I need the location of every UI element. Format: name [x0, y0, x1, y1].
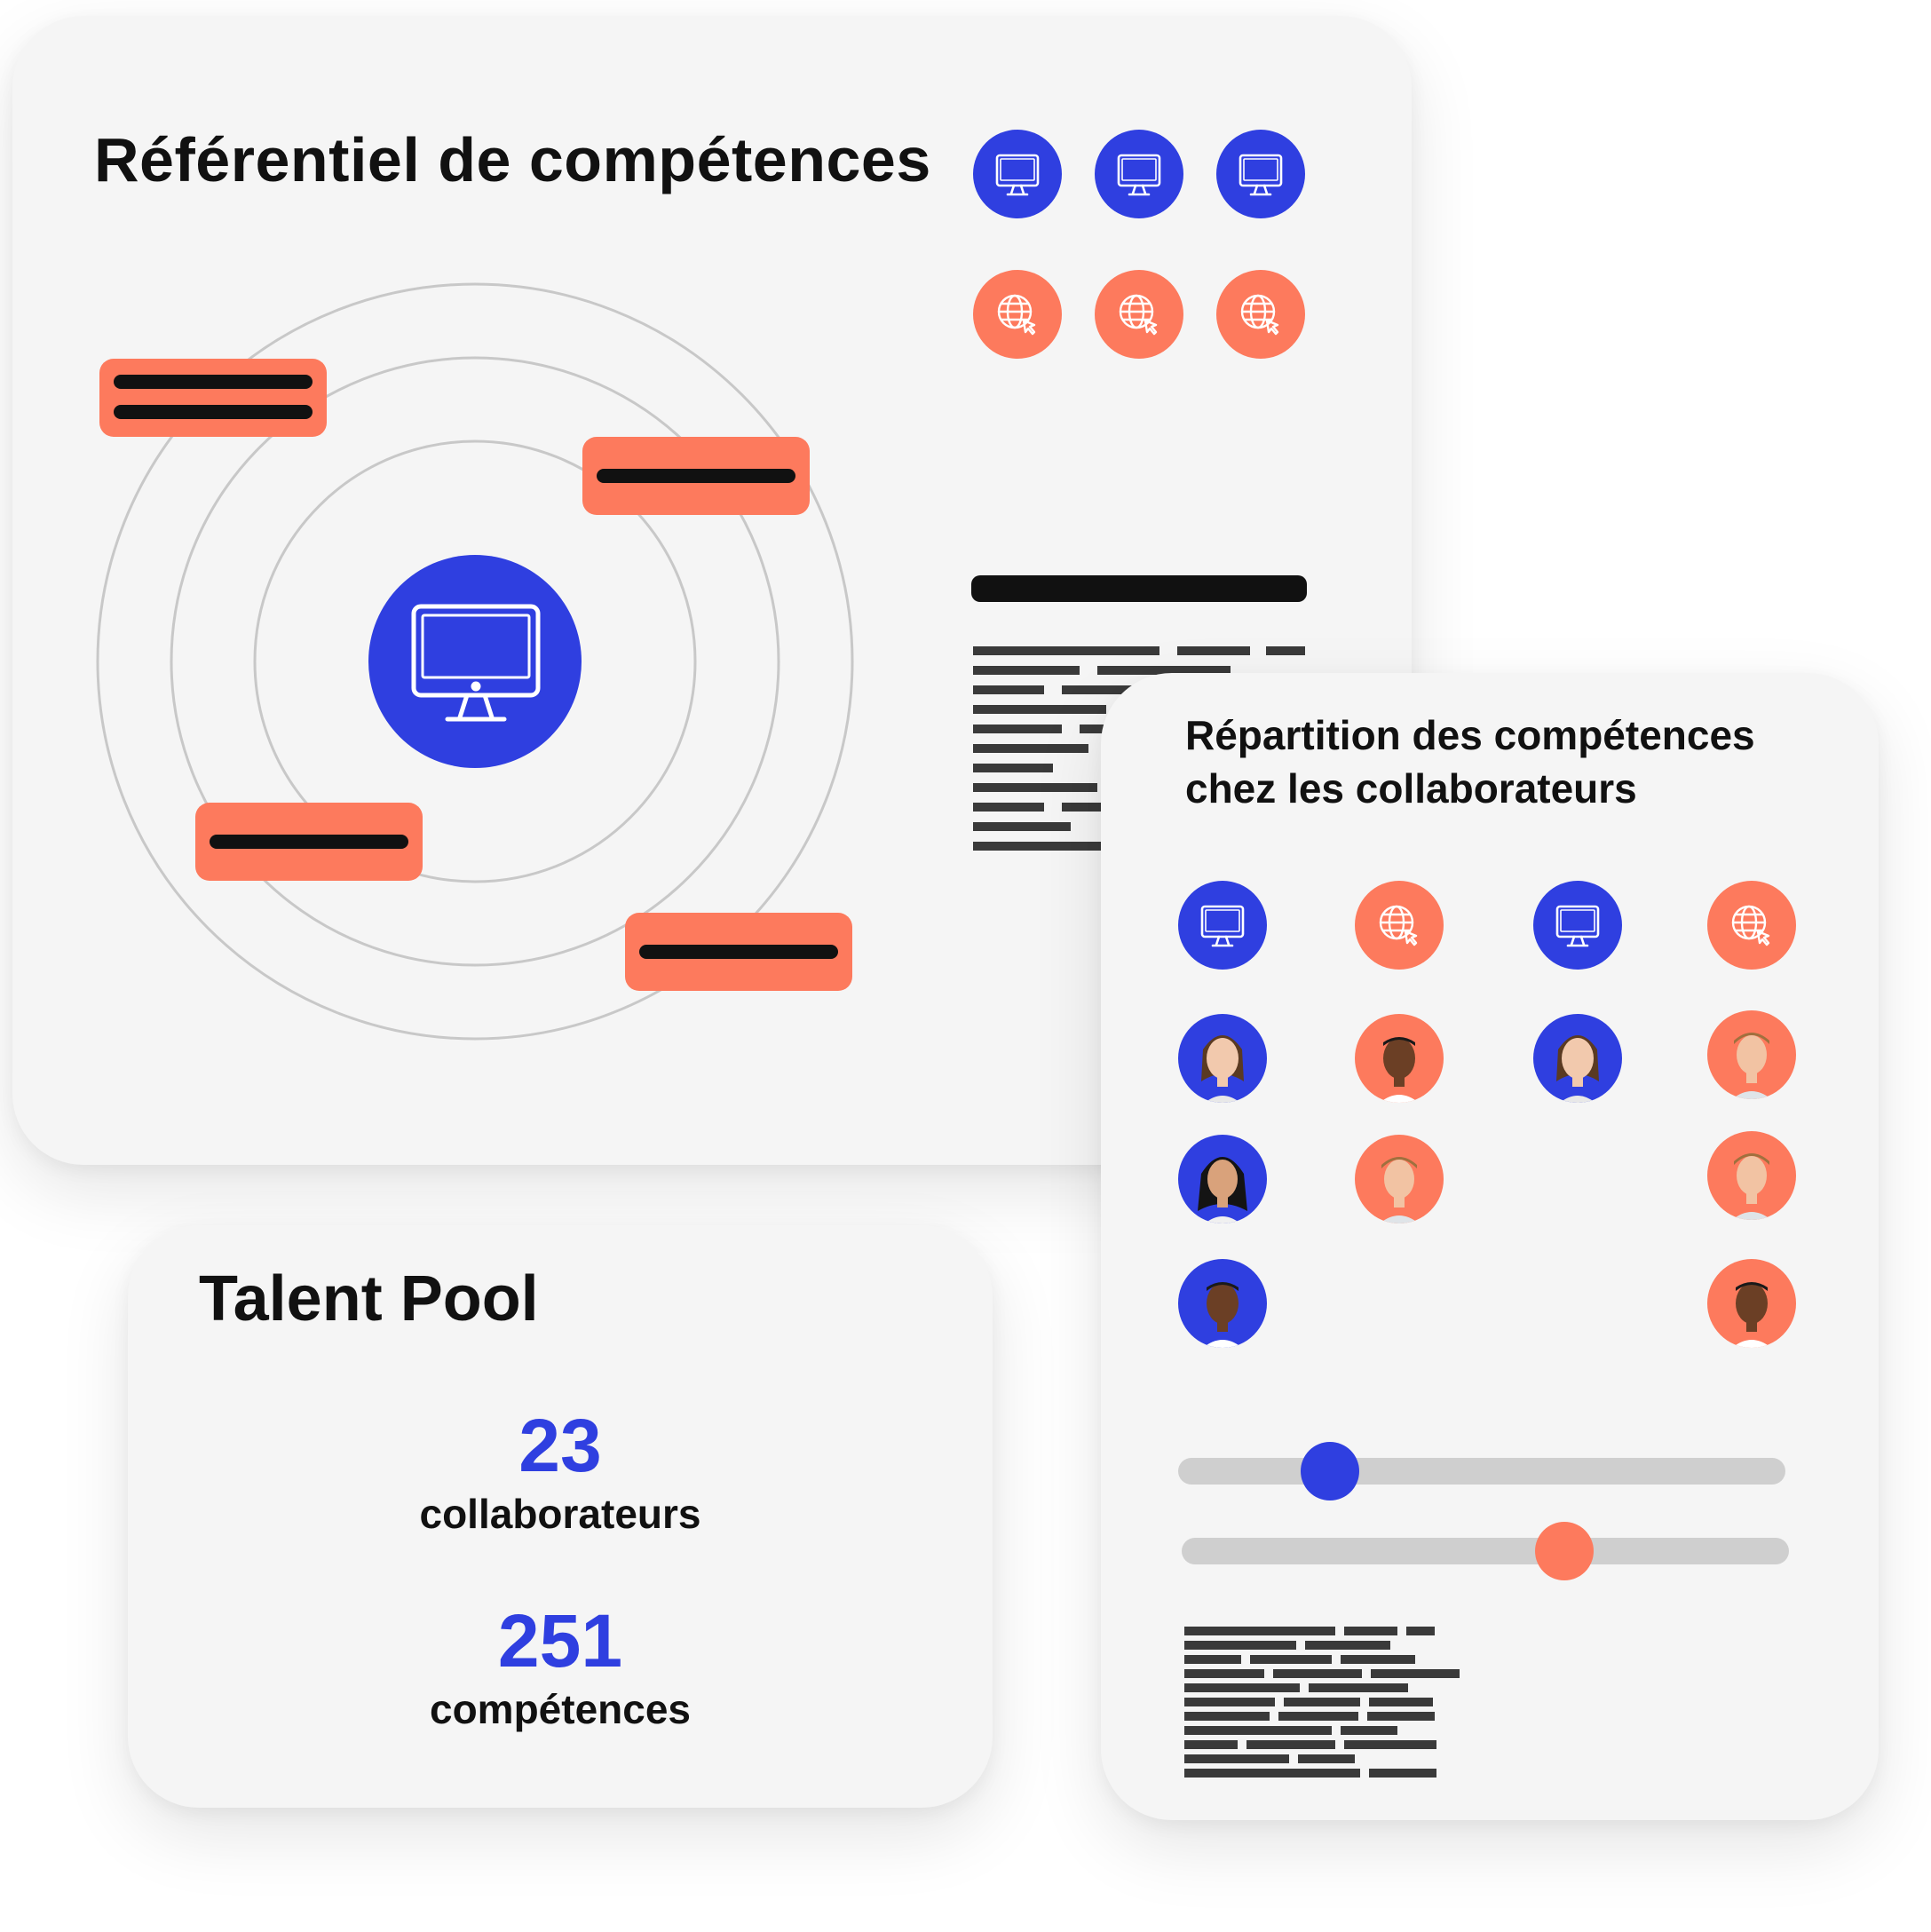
skill-slider-1[interactable] [1178, 1442, 1785, 1500]
monitor-icon [1216, 130, 1305, 218]
collaborator-avatar [1533, 1014, 1622, 1103]
repartition-card: Répartition des compétences chez les col… [1101, 673, 1879, 1820]
placeholder-heading-bar [971, 575, 1307, 602]
referentiel-card: Référentiel de compétences [12, 16, 1412, 1165]
monitor-icon [1178, 881, 1267, 970]
talent-pool-card: Talent Pool 23 collaborateurs 251 compét… [128, 1225, 993, 1808]
center-skill-circle [368, 555, 582, 768]
collaborator-avatar [1355, 1135, 1444, 1223]
monitor-icon [411, 604, 541, 722]
monitor-icon [1533, 881, 1622, 970]
collaborator-avatar [1707, 1259, 1796, 1348]
skills-label: compétences [429, 1686, 691, 1732]
collaborator-avatar [1707, 1010, 1796, 1099]
globe-cursor-icon [1095, 270, 1183, 359]
orbit-ring-inner [253, 439, 697, 883]
collaborators-label: collaborateurs [419, 1491, 701, 1537]
referentiel-title: Référentiel de compétences [94, 125, 931, 194]
orbit-ring-middle [170, 356, 780, 967]
skill-tag [195, 803, 423, 881]
collaborator-avatar [1178, 1259, 1267, 1348]
orbit-ring-outer [96, 282, 854, 1041]
skill-tag [582, 437, 810, 515]
globe-cursor-icon [973, 270, 1062, 359]
collaborator-avatar [1178, 1014, 1267, 1103]
monitor-icon [973, 130, 1062, 218]
collaborator-avatar [1707, 1131, 1796, 1220]
skill-tag [625, 913, 852, 991]
skill-tag [99, 359, 327, 437]
skills-count: 251 [497, 1599, 623, 1683]
skill-slider-2[interactable] [1182, 1522, 1789, 1580]
globe-cursor-icon [1216, 270, 1305, 359]
slider-thumb[interactable] [1534, 1522, 1594, 1580]
slider-thumb[interactable] [1301, 1442, 1359, 1500]
talent-pool-title: Talent Pool [199, 1263, 539, 1334]
repartition-title-line1: Répartition des compétences [1185, 712, 1755, 758]
collaborators-count: 23 [518, 1404, 602, 1487]
repartition-title: Répartition des compétences chez les col… [1185, 709, 1755, 815]
globe-cursor-icon [1355, 881, 1444, 970]
placeholder-text-block [1184, 1627, 1468, 1778]
repartition-title-line2: chez les collaborateurs [1185, 765, 1637, 812]
collaborator-avatar [1178, 1135, 1267, 1223]
monitor-icon [1095, 130, 1183, 218]
skill-orbit-diagram [96, 282, 854, 1041]
globe-cursor-icon [1707, 881, 1796, 970]
collaborator-avatar [1355, 1014, 1444, 1103]
